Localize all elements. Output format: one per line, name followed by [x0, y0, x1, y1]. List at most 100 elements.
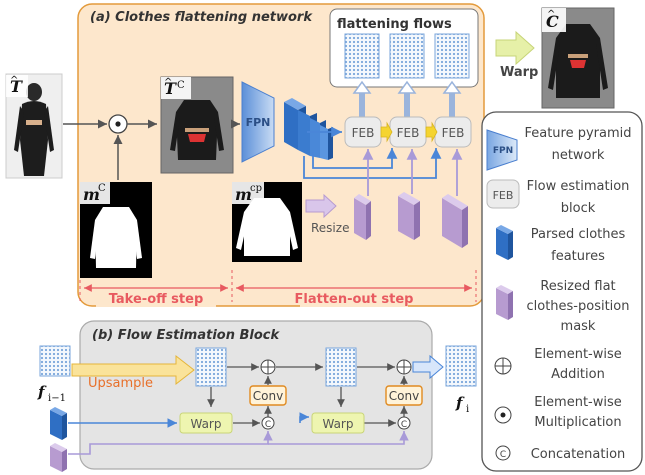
- upsample-label: Upsample: [88, 376, 153, 391]
- flat-clothes-mask-image: [232, 182, 302, 262]
- mask-label-bg: [80, 182, 110, 204]
- concat-node-1: C: [261, 416, 275, 430]
- flatten-step-label: Flatten-out step: [294, 292, 413, 307]
- feb-label-3: FEB: [442, 126, 465, 140]
- input-flow-map: [39, 345, 71, 377]
- output-hat: ^: [547, 9, 555, 20]
- legend-fpn-icon: [486, 129, 518, 171]
- feb-chain-arrows: [380, 121, 438, 143]
- up-arrowhead-2: [397, 80, 417, 94]
- legend-feb-line-2: block: [561, 201, 596, 216]
- svg-text:C: C: [265, 420, 271, 430]
- legend-addition-line-2: Addition: [551, 367, 605, 382]
- legend-mask-line-2: clothes-position: [526, 299, 629, 314]
- input-mask-block: [50, 443, 67, 472]
- output-flow-symbol: f: [455, 394, 465, 412]
- panel-b-blue-paths: [68, 412, 309, 428]
- legend-mask-icon: [496, 288, 508, 320]
- legend-item-fpn: FPN Feature pyramid network: [486, 126, 632, 171]
- fpn-label: FPN: [246, 116, 271, 129]
- input-label-bg: [6, 75, 28, 97]
- feb-label-1: FEB: [352, 126, 375, 140]
- fpn-block: [241, 81, 275, 163]
- warp-label-1: Warp: [190, 417, 221, 431]
- masked-label-bg: [161, 77, 191, 99]
- warp-block-1: Warp: [179, 412, 233, 434]
- upsample-arrow: [71, 354, 195, 386]
- legend-item-mask: Resized flat clothes-position mask: [496, 279, 630, 334]
- warp-block-2: Warp: [311, 412, 365, 434]
- input-symbol-T: T: [10, 77, 23, 96]
- legend-addition-line-1: Element-wise: [534, 347, 622, 362]
- flat-mask-symbol-m: m: [235, 185, 252, 204]
- input-person-image: [5, 73, 63, 179]
- warp-label: Warp: [500, 65, 538, 80]
- warp-arrow: [495, 30, 535, 66]
- flat-mask-label-bg: [232, 182, 264, 204]
- feb-to-flow-arrows: [359, 92, 455, 117]
- input-flow-symbol: f: [37, 383, 47, 401]
- conv-label-1: Conv: [253, 389, 283, 403]
- legend-feature-line-2: features: [551, 249, 605, 264]
- feb-block-2: FEB: [389, 116, 427, 148]
- legend-feature-line-1: Parsed clothes: [531, 227, 626, 242]
- svg-text:C: C: [401, 420, 407, 430]
- up-arrowhead-1: [352, 80, 372, 94]
- step-dividers: [79, 270, 477, 302]
- legend-multiplication-line-2: Multiplication: [534, 415, 621, 430]
- output-arrow: [412, 354, 444, 380]
- legend: FPN Feature pyramid network FEB Flow est…: [481, 111, 643, 472]
- mask-sup-C: C: [98, 183, 106, 194]
- feb-label-2: FEB: [397, 126, 420, 140]
- legend-multiplication-line-1: Element-wise: [534, 395, 622, 410]
- legend-item-multiplication: Element-wise Multiplication: [494, 395, 622, 430]
- legend-item-concatenation: C Concatenation: [495, 445, 626, 462]
- mask-to-feb-arrows: [362, 149, 463, 196]
- resized-mask-3: [442, 194, 468, 248]
- legend-item-feature: Parsed clothes features: [496, 225, 625, 264]
- multiply-node: [108, 114, 128, 134]
- conv-label-2: Conv: [389, 389, 419, 403]
- output-symbol-C: C: [546, 12, 559, 31]
- legend-fpn-line-2: network: [552, 148, 605, 163]
- legend-feb-icon-text: FEB: [493, 189, 514, 202]
- panel-a-title: (a) Clothes flattening network: [90, 10, 313, 25]
- legend-feature-icon: [496, 228, 508, 260]
- legend-feb-line-1: Flow estimation: [527, 179, 630, 194]
- upsampled-flow-map: [195, 347, 227, 387]
- legend-feb-icon: [486, 179, 520, 209]
- panel-b-purple-paths: [68, 431, 409, 455]
- legend-box: [481, 111, 643, 472]
- feb-block-1: FEB: [344, 116, 382, 148]
- legend-fpn-line-1: Feature pyramid: [524, 126, 631, 141]
- input-hat: ^: [10, 75, 18, 86]
- legend-concatenation-line-1: Concatenation: [531, 447, 626, 462]
- feb-block-3: FEB: [434, 116, 472, 148]
- warp-output-section: Warp C ^: [495, 7, 615, 109]
- masked-sup-C: C: [177, 80, 185, 91]
- legend-fpn-icon-text: FPN: [493, 146, 513, 156]
- legend-item-feb: FEB Flow estimation block: [486, 179, 630, 216]
- legend-item-addition: Element-wise Addition: [494, 347, 622, 382]
- mask-symbol-m: m: [83, 185, 100, 204]
- panel-b: (b) Flow Estimation Block f i−1 Upsample: [37, 320, 477, 472]
- input-flow-sub: i−1: [48, 393, 66, 404]
- resized-mask-2: [398, 192, 420, 240]
- conv-block-1: Conv: [249, 385, 287, 406]
- circle-c-icon: C: [495, 445, 511, 461]
- panel-b-gray-arrows: [207, 363, 408, 427]
- panel-a: (a) Clothes flattening network flattenin…: [5, 3, 485, 307]
- svg-text:C: C: [500, 450, 506, 460]
- flow-map-3: [434, 33, 470, 79]
- resize-arrow: [305, 193, 337, 219]
- flow-map-1: [344, 33, 380, 79]
- parsed-features-stack: [284, 98, 333, 160]
- resized-mask-1: [354, 194, 371, 240]
- warp-label-2: Warp: [322, 417, 353, 431]
- intermediate-flow-map: [325, 347, 357, 387]
- takeoff-step-label: Take-off step: [109, 292, 204, 307]
- concat-node-2: C: [397, 416, 411, 430]
- add-node-2: [396, 359, 412, 375]
